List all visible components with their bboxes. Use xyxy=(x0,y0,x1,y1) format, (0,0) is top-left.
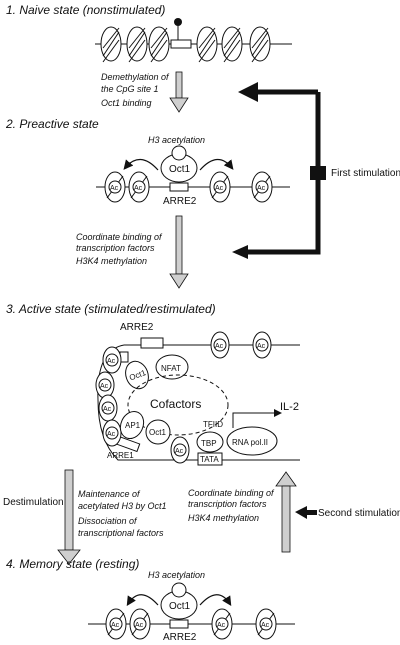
arre2-active-label: ARRE2 xyxy=(120,322,154,333)
state-3-title: 3. Active state (stimulated/restimulated… xyxy=(6,302,216,316)
nucleosome xyxy=(249,26,271,63)
restimulation-arrow xyxy=(275,471,297,553)
t3-line1: Coordinate binding of xyxy=(76,232,163,242)
svg-text:Ac: Ac xyxy=(257,185,266,192)
acetylated-nucleosome: Ac xyxy=(129,608,151,640)
first-stimulation-arrow xyxy=(232,82,326,259)
state-4-title: 4. Memory state (resting) xyxy=(6,557,139,571)
svg-text:Oct1: Oct1 xyxy=(169,601,191,612)
ap1-protein xyxy=(119,410,145,440)
svg-text:Ac: Ac xyxy=(257,343,266,350)
acetylated-nucleosome: Ac xyxy=(95,371,115,399)
t1-line2: the CpG site 1 xyxy=(101,84,159,94)
preactive-dna: Ac Ac Oct1 ARRE2 Ac Ac xyxy=(96,145,290,207)
state-1-title: 1. Naive state (nonstimulated) xyxy=(6,3,165,17)
il2-label: IL-2 xyxy=(280,401,299,413)
nfat-protein xyxy=(155,354,189,380)
t4-right-line3: H3K4 methylation xyxy=(188,513,259,523)
acetylated-nucleosome: Ac xyxy=(102,419,122,447)
svg-text:Ac: Ac xyxy=(215,185,224,192)
nucleosome xyxy=(126,26,148,63)
rnapol-label: RNA pol.II xyxy=(232,438,268,447)
oct1-protein-active xyxy=(125,360,149,390)
h3-acetylation-label: H3 acetylation xyxy=(148,135,205,145)
svg-text:Ac: Ac xyxy=(175,448,184,455)
nfat-label: NFAT xyxy=(161,364,181,373)
acetylated-nucleosome: Ac xyxy=(105,608,127,640)
svg-text:Ac: Ac xyxy=(103,406,112,413)
memory-h3-acetylation-label: H3 acetylation xyxy=(148,570,205,580)
tfiid-label: TFIID xyxy=(203,420,223,429)
rna-pol-protein xyxy=(226,426,278,456)
transition-arrow-1 xyxy=(169,71,189,113)
memory-dna: Ac Ac Oct1 ARRE2 Ac Ac xyxy=(88,582,295,643)
t4-left-line3: Dissociation of xyxy=(78,516,138,526)
arre2-memory-label: ARRE2 xyxy=(163,632,197,643)
cofactors-region xyxy=(127,374,229,436)
tata-label: TATA xyxy=(200,455,219,464)
t4-right-line1: Coordinate binding of xyxy=(188,488,275,498)
tata-box xyxy=(197,452,223,466)
destimulation-arrow xyxy=(57,469,81,565)
tbp-label: TBP xyxy=(201,439,217,448)
oct1-label: Oct1 xyxy=(169,164,191,175)
t3-line3: H3K4 methylation xyxy=(76,256,147,266)
nucleosome xyxy=(196,26,218,63)
t3-line2: transcription factors xyxy=(76,243,155,253)
acetylated-nucleosome: Ac xyxy=(251,171,273,203)
svg-text:Ac: Ac xyxy=(111,622,120,629)
acetylated-nucleosome: Ac xyxy=(104,171,126,203)
second-stimulation-label: Second stimulation xyxy=(318,508,400,519)
svg-text:Ac: Ac xyxy=(107,431,116,438)
oct1-protein-2 xyxy=(145,419,171,445)
svg-text:Oct1: Oct1 xyxy=(149,428,166,437)
arre2-box xyxy=(169,182,189,192)
nucleosome xyxy=(148,26,170,63)
promoter-box xyxy=(170,39,192,49)
t1-line1: Demethylation of xyxy=(101,72,170,82)
arre1-label: ARRE1 xyxy=(107,451,134,460)
acetylated-nucleosome: Ac xyxy=(209,171,231,203)
state-2-title: 2. Preactive state xyxy=(5,117,99,131)
svg-text:Ac: Ac xyxy=(215,343,224,350)
svg-text:Ac: Ac xyxy=(135,622,144,629)
transition-arrow-2 xyxy=(169,215,189,289)
arre2-label: ARRE2 xyxy=(163,196,197,207)
t4-right-line2: transcription factors xyxy=(188,499,267,509)
svg-text:Ac: Ac xyxy=(107,358,116,365)
acetylated-nucleosome: Ac xyxy=(211,608,233,640)
t4-left-line4: transcriptional factors xyxy=(78,528,164,538)
svg-text:Ac: Ac xyxy=(110,185,119,192)
arre2-box-active xyxy=(140,337,164,349)
acetylated-nucleosome: Ac xyxy=(98,394,118,422)
t1-line3: Oct1 binding xyxy=(101,98,152,108)
t4-left-line1: Maintenance of xyxy=(78,489,141,499)
acetylated-nucleosome: Ac xyxy=(255,608,277,640)
second-stimulation-arrow xyxy=(295,506,317,519)
cofactors-label: Cofactors xyxy=(150,397,201,411)
t4-left-line2: acetylated H3 by Oct1 xyxy=(78,501,167,511)
destimulation-label: Destimulation xyxy=(3,497,64,508)
svg-text:Ac: Ac xyxy=(100,383,109,390)
methyl-group-icon xyxy=(174,18,182,26)
active-loop: Ac Ac Ac Ac Ac Ac Ac Oct1 NFAT Cofactors… xyxy=(95,331,300,466)
svg-text:AP1: AP1 xyxy=(125,421,141,430)
acetylated-nucleosome: Ac xyxy=(102,346,122,374)
naive-dna xyxy=(95,18,292,63)
arre2-box-memory xyxy=(169,619,189,629)
svg-text:Ac: Ac xyxy=(134,185,143,192)
nucleosome xyxy=(100,26,122,63)
tbp-protein xyxy=(196,431,224,453)
nucleosome xyxy=(221,26,243,63)
acetylated-nucleosome: Ac xyxy=(128,171,150,203)
acetylated-nucleosome: Ac xyxy=(170,436,190,464)
svg-text:Ac: Ac xyxy=(261,622,270,629)
first-stimulation-label: First stimulation xyxy=(331,168,400,179)
svg-text:Ac: Ac xyxy=(217,622,226,629)
acetylated-nucleosome: Ac xyxy=(252,331,272,359)
acetylated-nucleosome: Ac xyxy=(210,331,230,359)
